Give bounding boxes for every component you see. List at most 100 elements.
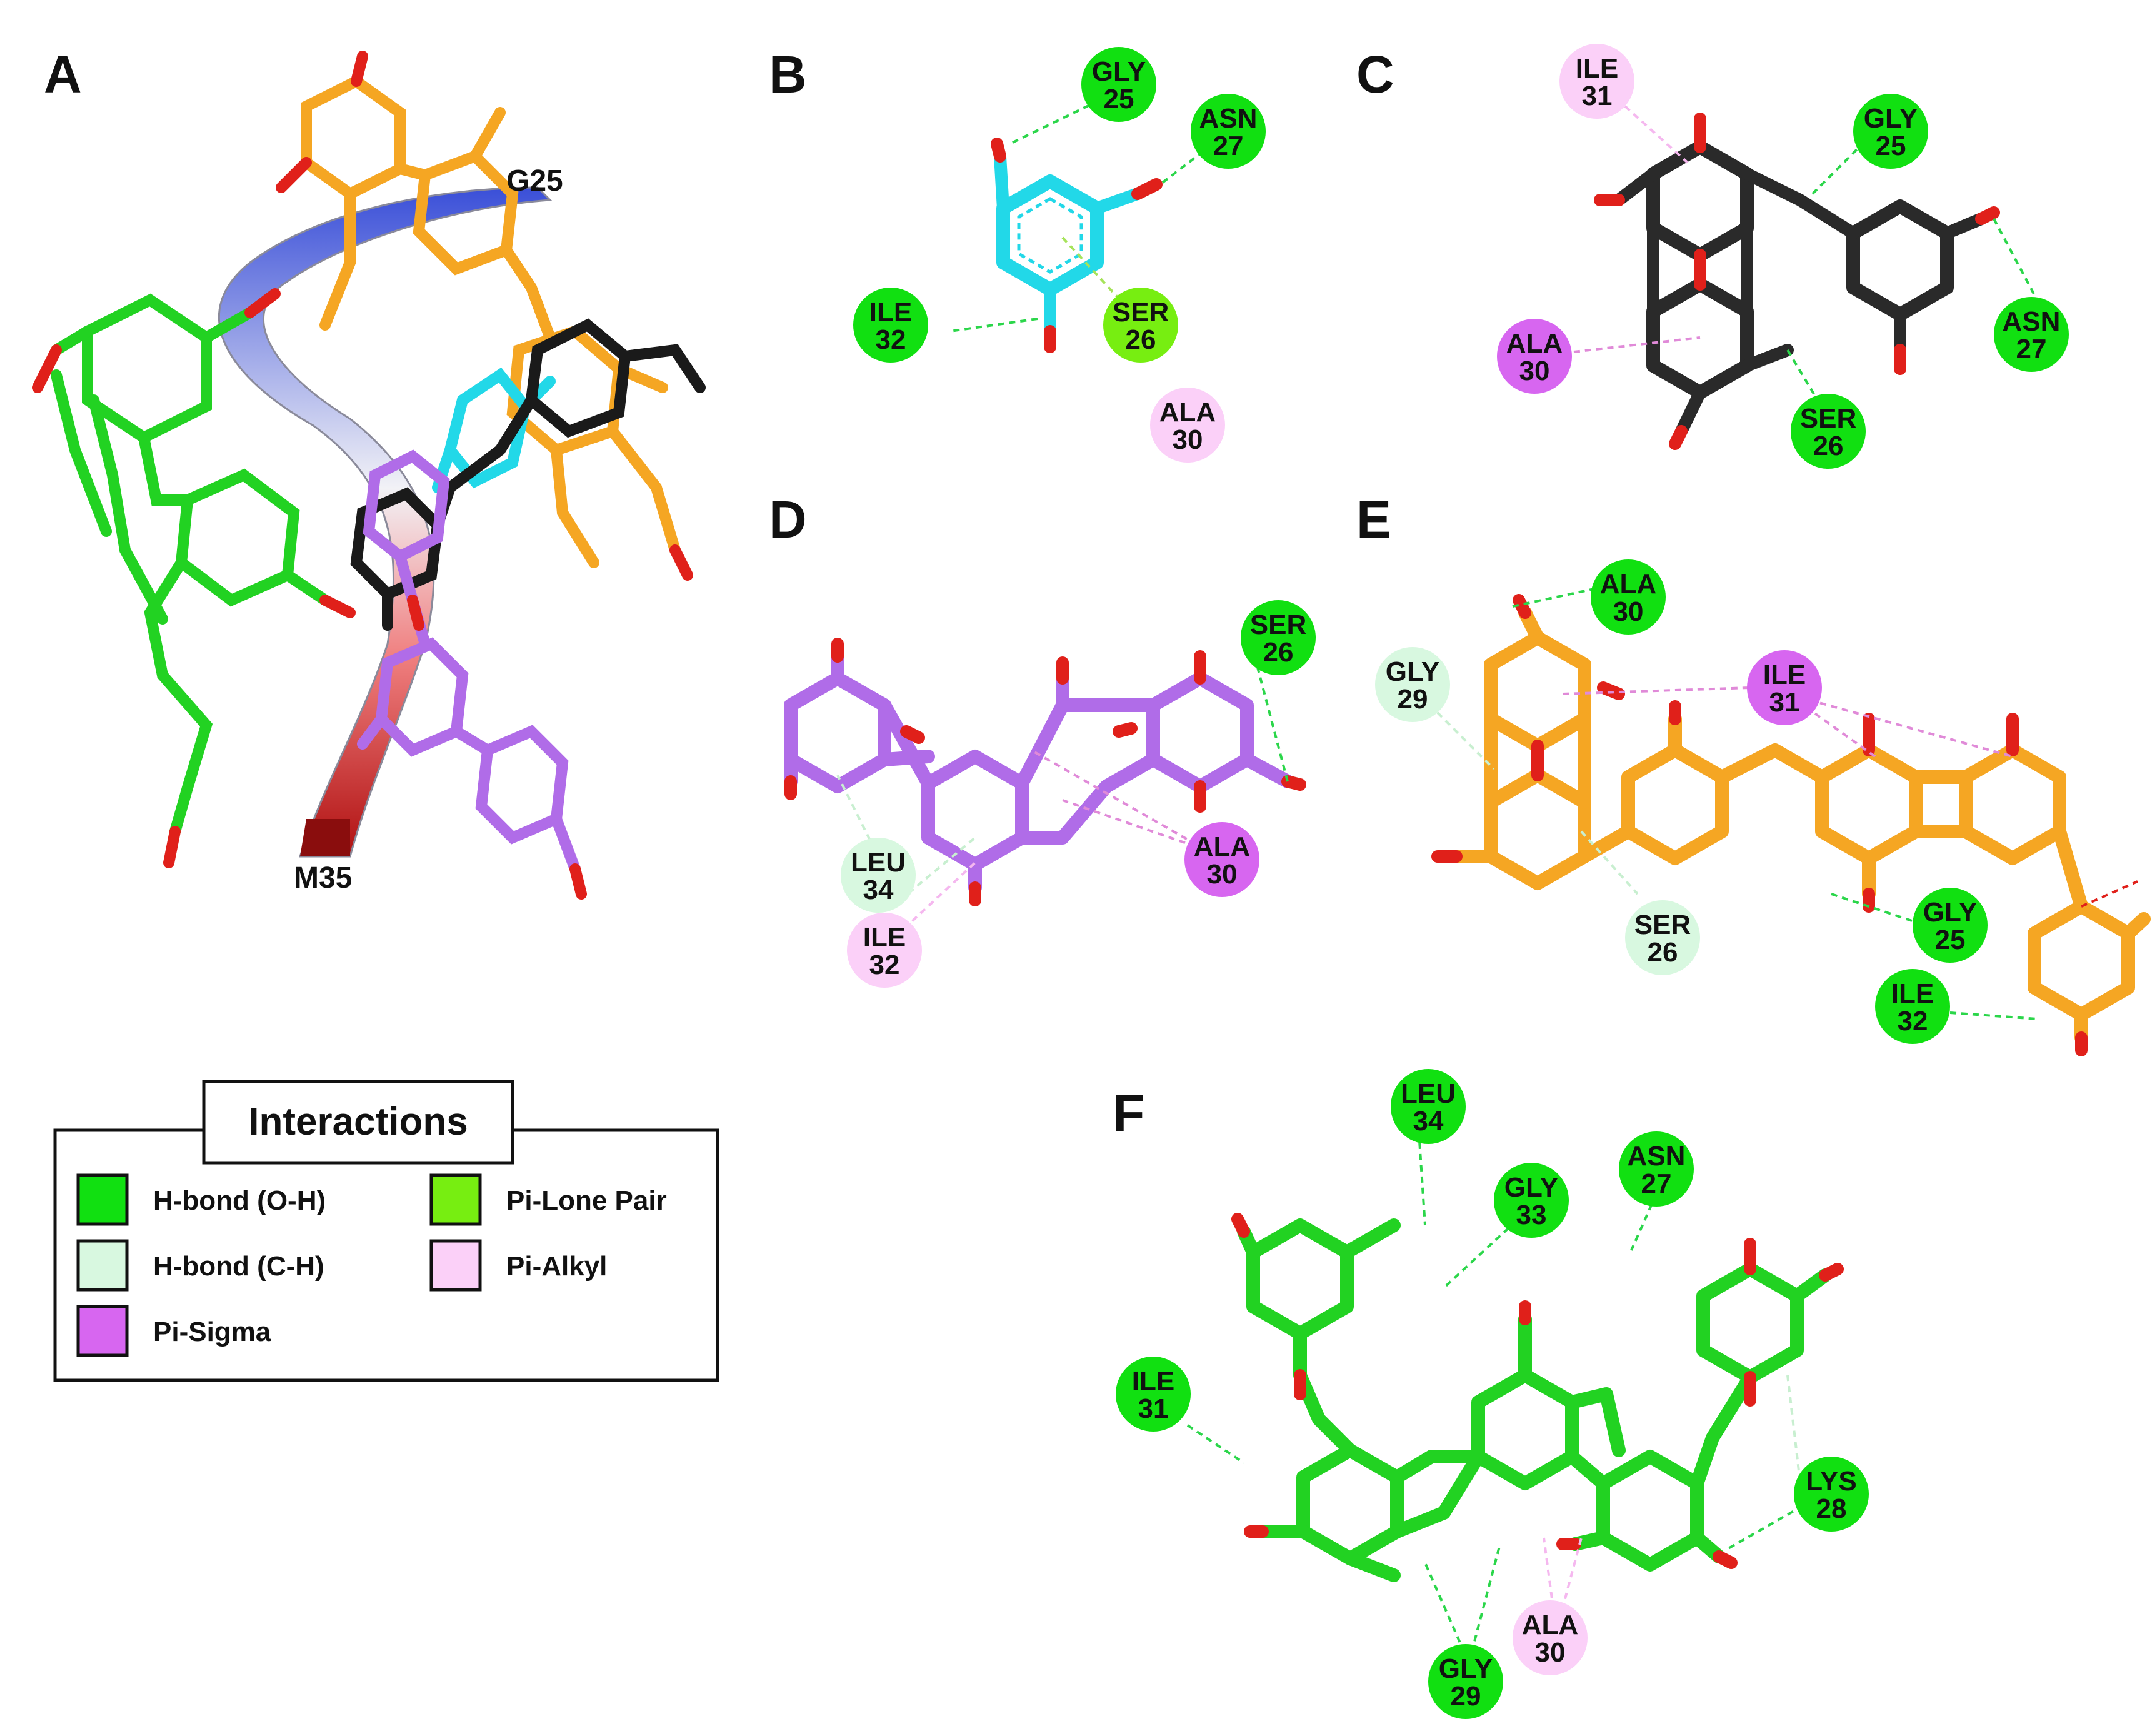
residue-number: 25 [1104,84,1134,114]
residue-circle [1497,319,1572,394]
residue-number: 27 [1213,131,1244,161]
residue-name: LEU [851,847,906,878]
residue-name: ILE [869,297,912,328]
residue-name: GLY [1386,656,1439,687]
legend-swatch-pi-sigma [76,1305,129,1357]
legend-swatch-pi-lone-pair [429,1173,482,1226]
oxygens-f [1231,1213,1844,1569]
residue-number: 26 [1126,324,1156,355]
panel-e: E [1356,490,2151,1056]
panel-f: F [1113,1084,1844,1663]
protein-ribbon [218,186,553,858]
interaction-lines-c [1562,105,2045,414]
residue-name: ILE [863,922,906,953]
residue-name: GLY [1092,56,1146,87]
legend-title: Interactions [248,1100,468,1143]
residue-number: 30 [1207,859,1238,890]
residue-name: LEU [1401,1078,1456,1109]
residue-circle [841,838,916,913]
ligand-purple-3d [357,449,587,900]
residue-circle [1191,94,1266,169]
residue-number: 27 [1641,1168,1672,1199]
residue-name: LYS [1806,1466,1857,1497]
legend-label-pi-sigma: Pi-Sigma [153,1317,271,1347]
residue-number: 33 [1516,1200,1547,1230]
residue-circle [1428,1644,1503,1719]
residue-name: ASN [1628,1141,1686,1172]
residue-circle [1853,94,1928,169]
panel-letter-d: D [769,490,807,549]
ribbon-label-g25: G25 [506,164,563,198]
ligand-cyan-2d [991,138,1163,353]
legend-label-h-oh: H-bond (O-H) [153,1185,326,1216]
panel-a: A [32,45,706,900]
residue-circle [1116,1357,1191,1432]
residue-circle [1625,900,1700,975]
residue-circle [1375,647,1450,722]
residue-layer: GLY25ASN27ILE32SER26ALA30ILE31GLY25ASN27… [841,44,2069,1719]
residue-name: ASN [1199,103,1258,134]
residue-circle [1103,288,1178,363]
residue-circle [1791,394,1866,469]
ribbon-end [300,819,350,856]
residue-name: ALA [1522,1610,1578,1640]
residue-circle [1994,297,2069,372]
legend-swatch-h-ch [76,1239,129,1292]
legend-swatch-pi-alkyl [429,1239,482,1292]
residue-name: GLY [1439,1653,1493,1684]
residue-name: ASN [2003,306,2061,337]
ligand-black-2d [1594,113,2000,450]
residue-number: 34 [1413,1106,1444,1136]
residue-number: 30 [1519,356,1550,386]
residue-name: SER [1113,297,1169,328]
residue-number: 34 [863,875,894,905]
residue-name: SER [1250,610,1306,640]
residue-circle [1513,1600,1588,1675]
panel-d: D [769,490,1306,945]
panel-letter-a: A [44,45,82,104]
residue-number: 31 [1138,1393,1169,1424]
panel-letter-e: E [1356,490,1391,549]
residue-number: 30 [1613,596,1644,627]
ligand-purple-2d [784,650,1294,895]
residue-circle [1391,1069,1466,1144]
legend: Interactions H-bond (O-H) Pi-Lone Pair H… [53,1080,719,1382]
residue-circle [1875,969,1950,1044]
residue-circle [1559,44,1634,119]
residue-name: ALA [1159,397,1216,428]
residue-number: 32 [1898,1006,1928,1036]
residue-name: ALA [1506,328,1563,359]
residue-name: GLY [1923,897,1977,928]
residue-name: ALA [1194,831,1250,862]
oxygens-d [784,638,1306,906]
residue-number: 25 [1935,925,1966,955]
residue-number: 25 [1876,131,1906,161]
residue-name: ILE [1891,978,1934,1009]
residue-name: SER [1800,403,1856,434]
residue-name: GLY [1504,1172,1558,1203]
residue-number: 31 [1582,81,1613,111]
residue-circle [1184,822,1259,897]
residue-number: 26 [1648,937,1678,968]
residue-circle [853,288,928,363]
legend-label-h-ch: H-bond (C-H) [153,1251,324,1282]
residue-number: 32 [869,950,900,980]
